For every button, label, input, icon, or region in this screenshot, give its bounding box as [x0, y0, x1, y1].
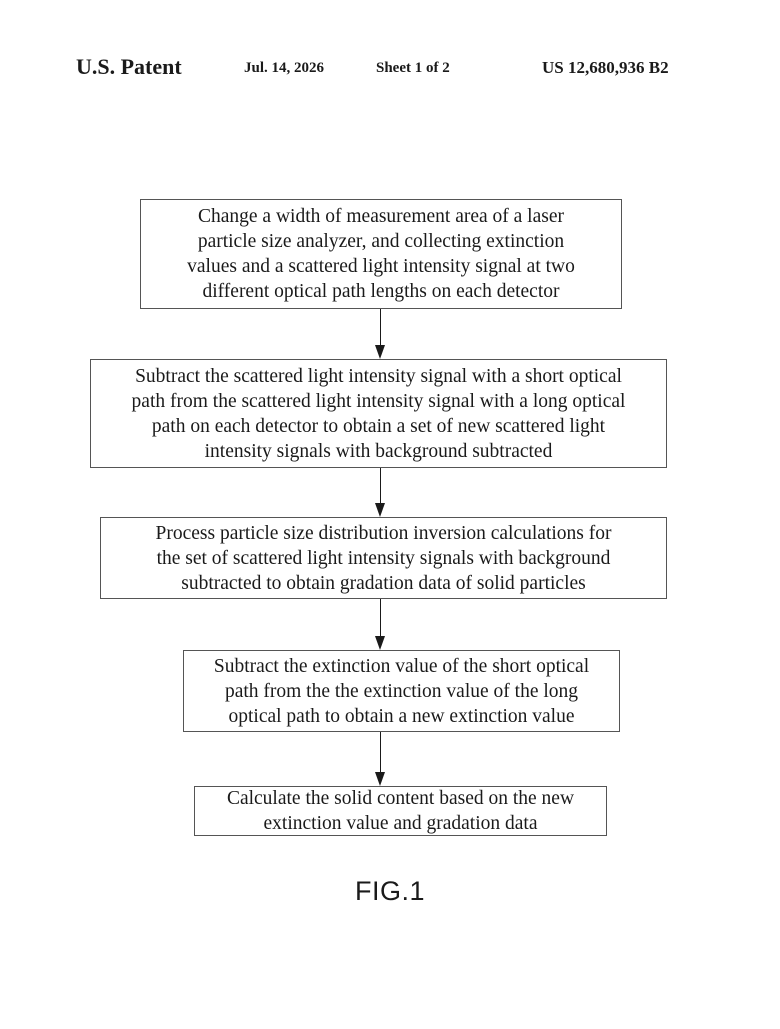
step-text-line: Change a width of measurement area of a …	[197, 206, 564, 227]
arrow-shaft	[379, 468, 381, 505]
flow-arrow-1	[375, 309, 385, 359]
flow-arrow-2	[375, 468, 385, 517]
step-text-line: path from the the extinction value of th…	[224, 680, 579, 702]
sheet-number: Sheet 1 of 2	[376, 60, 450, 76]
arrow-head	[375, 772, 385, 786]
step-text-line: extinction value and gradation data	[263, 813, 538, 834]
step-text-line: optical path to obtain a new extinction …	[228, 705, 575, 727]
step-text-line: Calculate the solid content based on the…	[226, 788, 575, 809]
step-text-line: Process particle size distribution inver…	[155, 522, 612, 544]
flow-step-3: Process particle size distribution inver…	[100, 517, 667, 599]
patent-label: U.S. Patent	[76, 54, 182, 79]
arrow-head	[375, 636, 385, 650]
patent-date: Jul. 14, 2026	[244, 60, 325, 76]
figure-label: FIG.1	[354, 876, 425, 906]
step-text-line: values and a scattered light intensity s…	[187, 256, 575, 277]
step-text-line: the set of scattered light intensity sig…	[156, 547, 611, 569]
flow-step-1: Change a width of measurement area of a …	[140, 199, 622, 309]
step-text-line: different optical path lengths on each d…	[202, 281, 560, 302]
step-text-line: Subtract the extinction value of the sho…	[213, 655, 590, 677]
step-text-line: Subtract the scattered light intensity s…	[135, 365, 622, 387]
flow-arrow-4	[375, 732, 385, 786]
flow-step-2: Subtract the scattered light intensity s…	[90, 359, 667, 468]
step-text-line: particle size analyzer, and collecting e…	[197, 231, 565, 252]
patent-number: US 12,680,936 B2	[542, 58, 669, 77]
flow-step-4: Subtract the extinction value of the sho…	[183, 650, 620, 732]
arrow-shaft	[379, 732, 381, 774]
step-text-line: path on each detector to obtain a set of…	[151, 415, 606, 437]
arrow-shaft	[379, 309, 381, 347]
flow-arrow-3	[375, 599, 385, 650]
step-text-line: intensity signals with background subtra…	[204, 440, 553, 462]
flow-step-5: Calculate the solid content based on the…	[194, 786, 607, 836]
arrow-head	[375, 503, 385, 517]
arrow-shaft	[379, 599, 381, 638]
step-text-line: path from the scattered light intensity …	[131, 390, 626, 412]
step-text-line: subtracted to obtain gradation data of s…	[181, 572, 586, 594]
arrow-head	[375, 345, 385, 359]
